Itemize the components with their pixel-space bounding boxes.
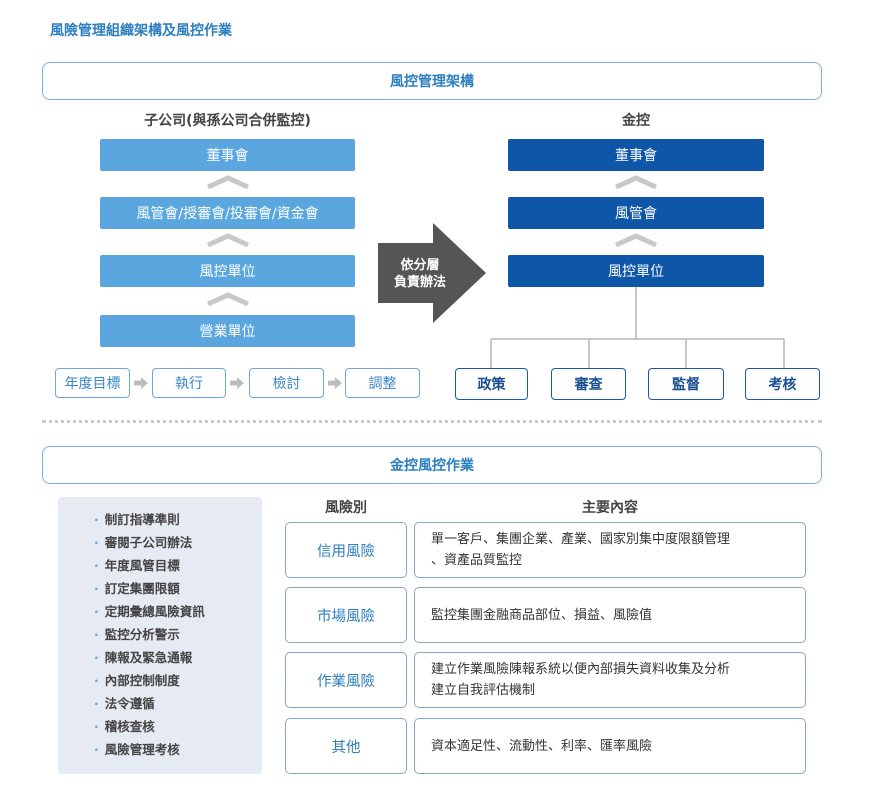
structure-band: 風控管理架構	[42, 62, 822, 100]
task-item: ·定期彙總風險資訊	[94, 604, 205, 619]
chevron-up-icon	[206, 175, 250, 189]
task-list: ·制訂指導準則 ·審閱子公司辦法 ·年度風管目標 ·訂定集團限額 ·定期彙總風險…	[58, 497, 262, 774]
delegation-line-2: 負責辦法	[393, 275, 446, 290]
main-content-header: 主要內容	[582, 500, 638, 516]
page-title: 風險管理組織架構及風控作業	[50, 23, 232, 39]
risk-type-credit: 信用風險	[285, 522, 407, 578]
function-supervise: 監督	[648, 368, 724, 400]
subsidiary-risk-unit-box: 風控單位	[100, 255, 355, 287]
cycle-execute: 執行	[152, 368, 226, 398]
task-item: ·制訂指導準則	[94, 512, 180, 527]
risk-desc-other: 資本適足性、流動性、利率、匯率風險	[414, 718, 806, 774]
task-item: ·風險管理考核	[94, 742, 180, 757]
arrow-right-icon	[134, 377, 148, 389]
delegation-line-1: 依分層	[400, 258, 440, 273]
section-divider	[42, 420, 822, 423]
function-evaluate: 考核	[745, 368, 820, 400]
holding-board-box: 董事會	[508, 139, 764, 171]
function-policy: 政策	[455, 368, 528, 400]
chevron-up-icon	[614, 233, 658, 247]
cycle-review: 檢討	[249, 368, 324, 398]
risk-desc-market: 監控集團金融商品部位、損益、風險值	[414, 587, 806, 643]
holding-risk-unit-box: 風控單位	[508, 255, 764, 287]
holding-heading: 金控	[622, 113, 650, 129]
function-review: 審查	[551, 368, 626, 400]
delegation-arrow-label: 依分層 負責辦法	[380, 257, 460, 291]
risk-type-other: 其他	[285, 718, 407, 774]
chevron-up-icon	[206, 233, 250, 247]
risk-type-market: 市場風險	[285, 587, 407, 643]
chevron-up-icon	[206, 292, 250, 306]
risk-type-header: 風險別	[325, 500, 367, 516]
subsidiary-business-unit-box: 營業單位	[100, 315, 355, 347]
subsidiary-board-box: 董事會	[100, 139, 355, 171]
task-item: ·陳報及緊急通報	[94, 650, 193, 665]
arrow-right-icon	[328, 377, 342, 389]
task-item: ·稽核查核	[94, 719, 155, 734]
subsidiary-heading: 子公司(與孫公司合併監控)	[144, 113, 311, 129]
chevron-up-icon	[614, 175, 658, 189]
task-item: ·內部控制制度	[94, 673, 180, 688]
org-connector-lines	[490, 287, 785, 369]
operations-band: 金控風控作業	[42, 446, 822, 484]
cycle-adjust: 調整	[345, 368, 420, 398]
task-item: ·審閱子公司辦法	[94, 535, 193, 550]
task-item: ·監控分析警示	[94, 627, 180, 642]
task-item: ·訂定集團限額	[94, 581, 180, 596]
risk-desc-operational: 建立作業風險陳報系統以便內部損失資料收集及分析建立自我評估機制	[414, 652, 806, 708]
risk-desc-credit: 單一客戶、集團企業、產業、國家別集中度限額管理、資產品質監控	[414, 522, 806, 578]
holding-risk-committee-box: 風管會	[508, 197, 764, 229]
arrow-right-icon	[230, 377, 244, 389]
task-item: ·法令遵循	[94, 696, 155, 711]
risk-type-operational: 作業風險	[285, 652, 407, 708]
delegation-arrow-icon	[378, 223, 486, 323]
task-item: ·年度風管目標	[94, 558, 180, 573]
cycle-annual-target: 年度目標	[55, 368, 130, 398]
subsidiary-committees-box: 風管會/授審會/投審會/資金會	[100, 197, 355, 229]
